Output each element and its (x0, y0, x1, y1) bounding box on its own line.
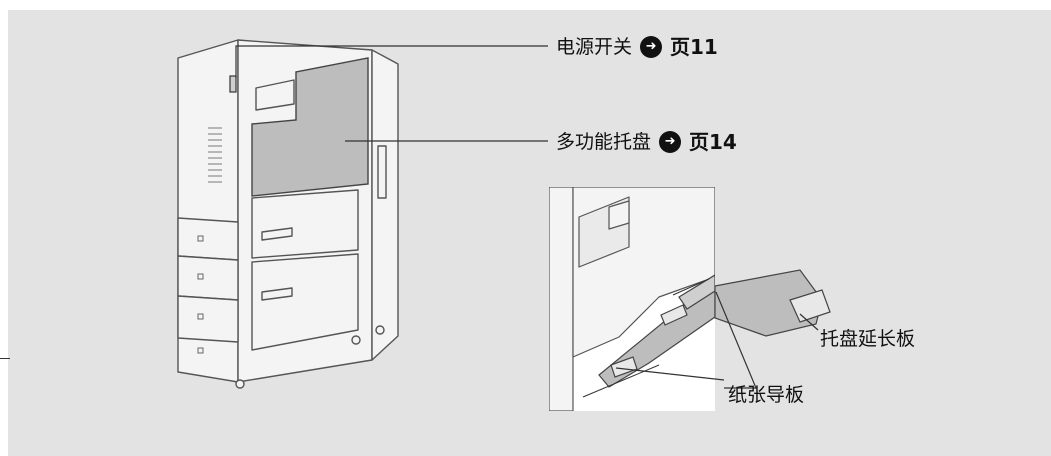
tray-label: 多功能托盘 (556, 130, 652, 153)
power-switch-label: 电源开关 (556, 35, 633, 58)
tray-detail-illustration (549, 187, 715, 411)
tray-page-link[interactable]: 页14 (689, 130, 737, 154)
circled-right-arrow-icon: ➜ (659, 131, 682, 153)
paper-guides-label: 纸张导板 (728, 384, 805, 406)
power-switch-callout: 电源开关 ➜ 页11 (556, 36, 718, 58)
tray-extension-label: 托盘延长板 (820, 328, 916, 350)
tray-highlight (251, 57, 369, 197)
tray-callout: 多功能托盘 ➜ 页14 (556, 131, 737, 153)
margin-tick (0, 358, 10, 359)
circled-right-arrow-icon: ➜ (640, 36, 663, 58)
power-switch-page-link[interactable]: 页11 (670, 35, 718, 59)
tray-detail-inset (549, 187, 715, 411)
power-switch (229, 75, 237, 93)
